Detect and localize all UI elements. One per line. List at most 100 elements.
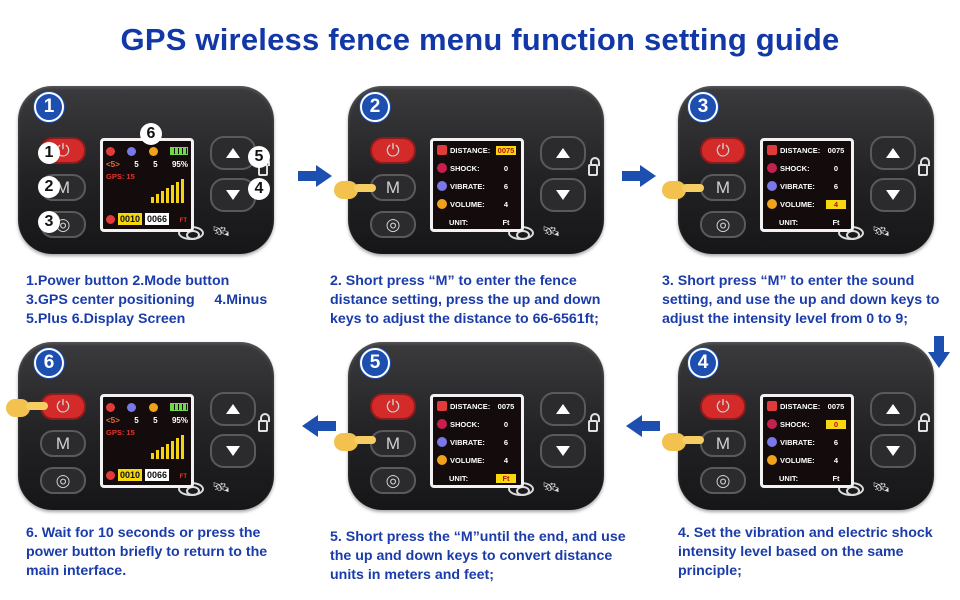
up-arrow-icon <box>226 404 240 414</box>
menu-label: SHOCK: <box>780 163 810 173</box>
menu-row-shock: SHOCK:0 <box>433 159 521 177</box>
power-button[interactable]: ⏻ <box>700 137 746 164</box>
menu-row-volume: VOLUME:4 <box>433 451 521 469</box>
minus-button[interactable] <box>870 434 916 468</box>
menu-row-vibrate: VIBRATE:6 <box>763 433 851 451</box>
caption-step-2: 2. Short press “M” to enter the fence di… <box>330 272 600 329</box>
down-arrow-icon <box>886 190 900 200</box>
step-badge-4: 4 <box>688 348 718 378</box>
distance-readout: 0010 0066 <box>106 213 170 225</box>
menu-label: UNIT: <box>449 217 469 227</box>
mode-button[interactable]: M <box>370 430 416 457</box>
gps-center-button[interactable]: ◎ <box>700 211 746 238</box>
plus-button[interactable] <box>540 392 586 426</box>
step-badge-3: 3 <box>688 92 718 122</box>
menu-row-unit: UNIT:Ft <box>433 213 521 229</box>
step-badge-2: 2 <box>360 92 390 122</box>
menu-row-distance: DISTANCE:0075 <box>433 141 521 159</box>
power-icon: ⏻ <box>386 396 400 416</box>
lock-icon <box>588 157 600 176</box>
menu-value: 6 <box>833 437 839 447</box>
pointing-hand-icon <box>334 430 376 452</box>
volume-icon <box>437 455 447 465</box>
mode-button[interactable]: M <box>700 430 746 457</box>
minus-button[interactable] <box>540 178 586 212</box>
gps-center-button[interactable]: ◎ <box>700 467 746 494</box>
up-arrow-icon <box>886 148 900 158</box>
plus-button[interactable] <box>870 392 916 426</box>
menu-row-distance: DISTANCE:0075 <box>763 397 851 415</box>
flow-arrow-icon <box>300 415 336 437</box>
menu-value: 6 <box>503 437 509 447</box>
menu-value: 0 <box>503 163 509 173</box>
menu-row-vibrate: VIBRATE:6 <box>763 177 851 195</box>
distance-icon <box>767 401 777 411</box>
menu-label: DISTANCE: <box>780 401 821 411</box>
menu-label: SHOCK: <box>780 419 810 429</box>
menu-row-vibrate: VIBRATE:6 <box>433 177 521 195</box>
plus-button[interactable] <box>870 136 916 170</box>
mode-button[interactable]: M <box>700 174 746 201</box>
caption-step-3: 3. Short press “M” to enter the sound se… <box>662 272 939 329</box>
minus-button[interactable] <box>870 178 916 212</box>
vibrate-icon <box>767 437 777 447</box>
gps-center-button[interactable]: ◎ <box>370 467 416 494</box>
menu-label: UNIT: <box>779 217 799 227</box>
mode-button[interactable]: M <box>40 430 86 457</box>
mode-label: M <box>55 177 71 197</box>
menu-row-volume: VOLUME:4 <box>433 195 521 213</box>
gps-center-button[interactable]: ◎ <box>370 211 416 238</box>
menu-label: VOLUME: <box>450 199 485 209</box>
caption-line: 6. Wait for 10 seconds or press the <box>26 525 261 541</box>
vibrate-level: 5 <box>134 159 139 169</box>
vibrate-icon <box>437 437 447 447</box>
pointing-hand-icon <box>662 178 704 200</box>
plus-button[interactable] <box>540 136 586 170</box>
caption-line: 3.GPS center positioning 4.Minus <box>26 292 268 308</box>
menu-label: UNIT: <box>779 473 799 483</box>
menu-label: UNIT: <box>449 473 469 483</box>
gps-center-icon: ◎ <box>385 214 401 234</box>
up-arrow-icon <box>556 404 570 414</box>
minus-button[interactable] <box>540 434 586 468</box>
distance-icon <box>767 145 777 155</box>
menu-label: VOLUME: <box>780 199 815 209</box>
power-button[interactable]: ⏻ <box>370 393 416 420</box>
power-button[interactable]: ⏻ <box>700 393 746 420</box>
power-icon: ⏻ <box>716 140 730 160</box>
label-6: 6 <box>140 123 162 145</box>
menu-row-unit: UNIT:Ft <box>433 469 521 485</box>
caption-step-5: 5. Short press the “M”until the end, and… <box>330 528 626 585</box>
menu-label: DISTANCE: <box>450 145 491 155</box>
battery-icon <box>169 147 188 155</box>
menu-value: 4 <box>503 455 509 465</box>
vibrate-icon <box>127 146 137 156</box>
menu-row-vibrate: VIBRATE:6 <box>433 433 521 451</box>
fence-distance: 0066 <box>145 213 170 225</box>
up-arrow-icon <box>556 148 570 158</box>
satellite-icon: 🛰 <box>872 479 890 495</box>
minus-button[interactable] <box>210 178 256 212</box>
power-icon: ⏻ <box>386 140 400 160</box>
plus-button[interactable] <box>210 392 256 426</box>
shock-icon <box>767 419 777 429</box>
down-arrow-icon <box>556 446 570 456</box>
down-arrow-icon <box>226 190 240 200</box>
mode-label: M <box>55 433 71 453</box>
satellite-icon: 🛰 <box>542 223 560 239</box>
caption-line: units in meters and feet; <box>330 567 494 583</box>
pointing-hand-icon <box>334 178 376 200</box>
shock-icon <box>767 163 777 173</box>
device-step-3: ⏻ M ◎ 🛰 DISTANCE:0075 SHOCK:0 VIBRATE:6 … <box>678 86 934 254</box>
gps-center-button[interactable]: ◎ <box>40 467 86 494</box>
distance-readout: 0010 0066 <box>106 469 170 481</box>
satellite-icon: 🛰 <box>212 223 230 239</box>
level-indicator: <5> <box>106 415 120 425</box>
minus-button[interactable] <box>210 434 256 468</box>
menu-label: SHOCK: <box>450 419 480 429</box>
mode-button[interactable]: M <box>370 174 416 201</box>
menu-value: 0 <box>826 419 846 429</box>
signal-bars <box>151 177 185 203</box>
power-button[interactable]: ⏻ <box>370 137 416 164</box>
menu-label: VIBRATE: <box>450 181 485 191</box>
